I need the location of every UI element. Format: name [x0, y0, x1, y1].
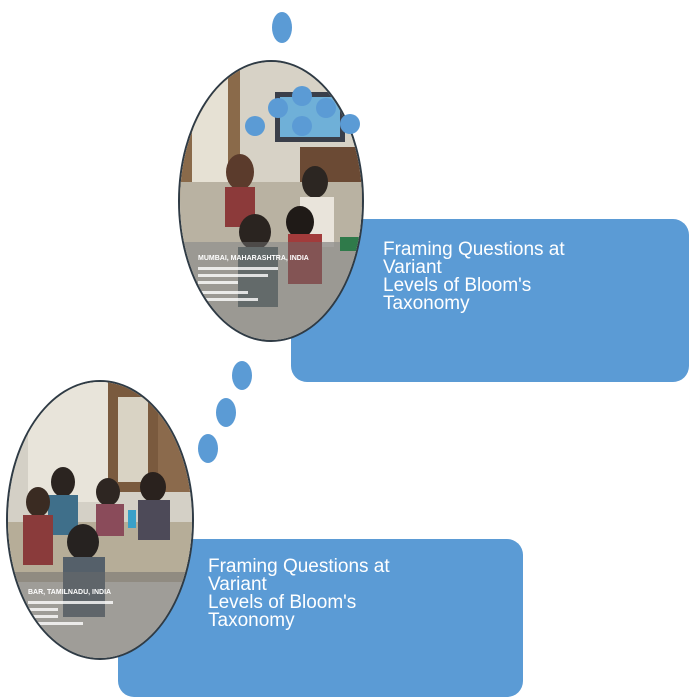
photo-caption: MUMBAI, MAHARASHTRA, INDIA [198, 255, 309, 262]
caption-line: Framing Questions at [383, 239, 565, 260]
caption-line: Variant [208, 574, 267, 595]
classroom-photo-2: BAR, TAMILNADU, INDIA [6, 380, 194, 660]
caption-line: Levels of Bloom's [383, 275, 532, 296]
dot-top [272, 12, 292, 43]
dot-path-1 [232, 361, 252, 390]
dot-cluster-2 [268, 98, 288, 118]
caption-text-1: Framing Questions at Variant Levels of B… [383, 239, 565, 314]
caption-line: Variant [383, 257, 442, 278]
dot-cluster-5 [316, 98, 336, 118]
caption-line: Levels of Bloom's [208, 592, 357, 613]
caption-line: Taxonomy [208, 610, 295, 631]
dot-cluster-4 [292, 116, 312, 136]
dot-cluster-1 [245, 116, 265, 136]
dot-path-2 [216, 398, 236, 427]
dot-cluster-3 [292, 86, 312, 106]
dot-path-3 [198, 434, 218, 463]
caption-line: Framing Questions at [208, 556, 390, 577]
classroom-photo-2-drawing: BAR, TAMILNADU, INDIA [8, 382, 192, 658]
caption-line: Taxonomy [383, 293, 470, 314]
photo-caption: BAR, TAMILNADU, INDIA [28, 589, 111, 596]
dot-cluster-6 [340, 114, 360, 134]
caption-text-2: Framing Questions at Variant Levels of B… [208, 556, 390, 631]
